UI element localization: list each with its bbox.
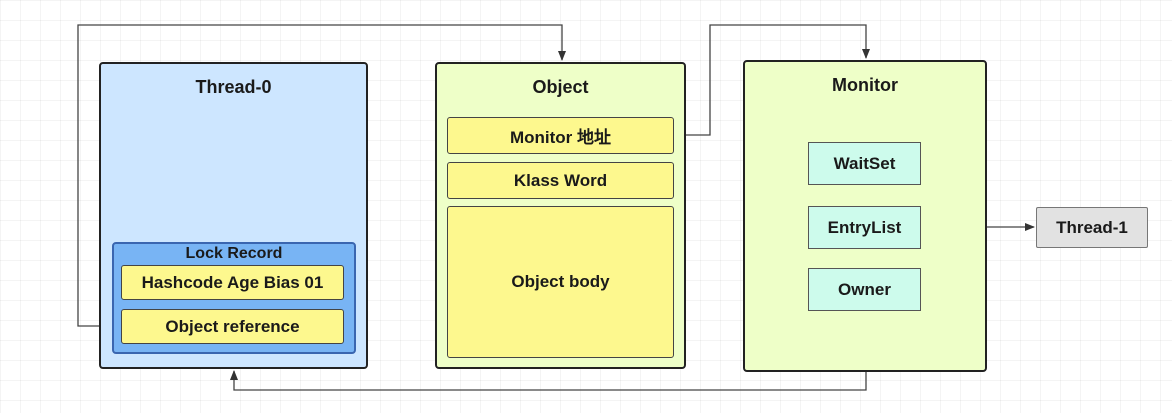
- monitor-address-arrow: [673, 24, 870, 136]
- lock-record-title: Lock Record: [185, 245, 283, 262]
- monitor-address-field: Monitor 地址: [447, 117, 674, 154]
- entrylist-field: EntryList: [808, 206, 921, 249]
- hashcode-age-bias-field: Hashcode Age Bias 01: [121, 265, 344, 300]
- klass-word-field: Klass Word: [447, 162, 674, 199]
- object-reference-arrow: [77, 24, 566, 327]
- owner-field: Owner: [808, 268, 921, 311]
- thread1-box: Thread-1: [1036, 207, 1148, 248]
- waitset-field: WaitSet: [808, 142, 921, 185]
- object-title: Object: [532, 77, 589, 97]
- monitor-title: Monitor: [832, 75, 898, 95]
- object-reference-field: Object reference: [121, 309, 344, 344]
- thread0-title: Thread-0: [195, 77, 272, 97]
- object-body-field: Object body: [447, 206, 674, 358]
